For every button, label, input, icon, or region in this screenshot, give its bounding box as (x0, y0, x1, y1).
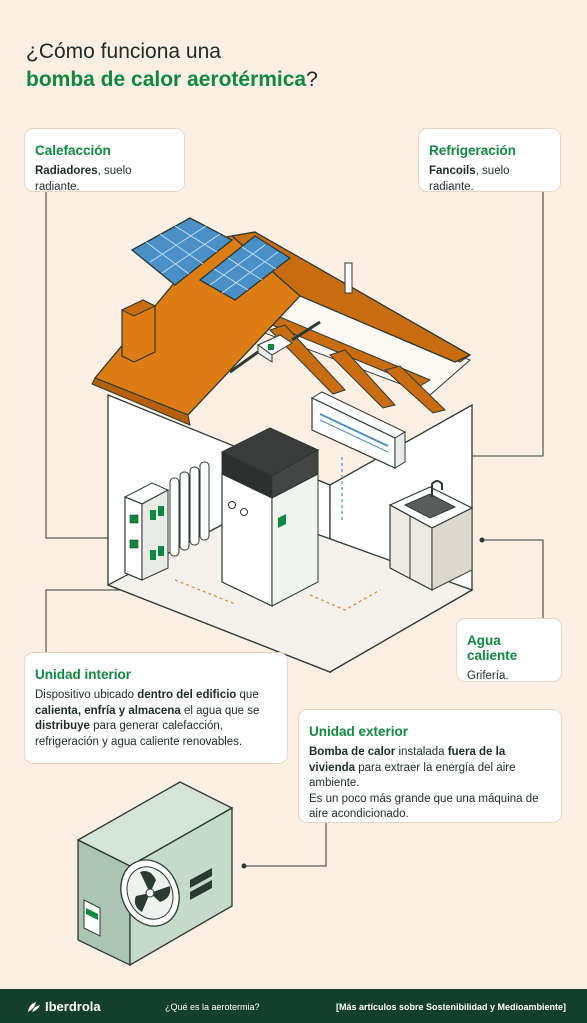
card-refrigeracion: Refrigeración Fancoils, suelo radiante. (418, 128, 561, 195)
card-ui-b1: dentro del edificio (137, 689, 237, 701)
card-agua-caliente: Agua caliente Grifería. (456, 618, 562, 682)
card-ue-heading: Unidad exterior (309, 724, 409, 739)
house-illustration (45, 192, 544, 967)
footer-logo[interactable]: Iberdrola (27, 999, 101, 1014)
radiator (123, 461, 210, 581)
card-ui-t3: el agua que se (180, 704, 260, 717)
footer-brand: Iberdrola (45, 999, 101, 1014)
solar-panel-icon (130, 217, 292, 301)
title-line-2: bomba de calor aerotérmica? (26, 66, 318, 94)
title-question-mark: ? (306, 68, 318, 91)
card-ui-b3: distribuye (35, 720, 90, 732)
card-ue-b2: fuera de la vivienda (309, 746, 506, 774)
card-ue-b1: Bomba de calor (309, 746, 396, 758)
card-ui-heading: Unidad interior (35, 667, 132, 682)
outdoor-unit-illustration (76, 781, 234, 967)
card-ue-t1: instalada (395, 746, 448, 758)
card-ui-text: Dispositivo ubicado dentro del edificio … (35, 688, 277, 750)
card-refrigeracion-heading: Refrigeración (429, 143, 517, 158)
sink-cabinet (388, 480, 474, 591)
iberdrola-leaf-icon (28, 1001, 40, 1012)
indoor-unit (220, 427, 320, 607)
card-ui-t4: para generar calefacción, refrigeración … (35, 720, 243, 748)
card-refrigeracion-bold: Fancoils (429, 165, 476, 177)
card-ui-t2: que (236, 689, 259, 701)
title-line-1: ¿Cómo funciona una (26, 40, 221, 63)
card-unidad-exterior: Unidad exterior Bomba de calor instalada… (298, 709, 562, 823)
page-title: ¿Cómo funciona una bomba de calor aeroté… (26, 38, 318, 94)
card-ue-t2: para extraer la energía del aire ambient… (309, 761, 516, 790)
fancoil-unit (310, 391, 407, 469)
card-unidad-interior: Unidad interior Dispositivo ubicado dent… (24, 652, 288, 764)
card-ui-t1: Dispositivo ubicado (35, 689, 138, 701)
card-calefaccion-text: Radiadores, suelo radiante. (35, 164, 174, 195)
card-ue-line2: Es un poco más grande que una máquina de… (309, 792, 539, 821)
card-refrigeracion-rest: , suelo radiante. (429, 165, 510, 193)
footer-bar: Iberdrola ¿Qué es la aerotermia? [Más ar… (0, 989, 587, 1023)
card-calefaccion-heading: Calefacción (35, 143, 111, 158)
card-ui-b2: calienta, enfría y almacena (35, 704, 181, 717)
card-ue-text: Bomba de calor instalada fuera de la viv… (309, 745, 551, 792)
card-calefaccion-rest: , suelo radiante. (35, 165, 132, 193)
card-agua-heading: Agua caliente (467, 633, 518, 663)
card-calefaccion-bold: Radiadores (35, 165, 98, 177)
title-accent: bomba de calor aerotérmica (26, 68, 307, 91)
card-refrigeracion-text: Fancoils, suelo radiante. (429, 164, 550, 195)
footer-link-mas-articulos[interactable]: [Más artículos sobre Sostenibilidad y Me… (336, 1002, 567, 1012)
footer-link-aerotermia[interactable]: ¿Qué es la aerotermia? (165, 1002, 260, 1012)
card-agua-text: Grifería. (467, 670, 509, 682)
card-calefaccion: Calefacción Radiadores, suelo radiante. (24, 128, 185, 195)
